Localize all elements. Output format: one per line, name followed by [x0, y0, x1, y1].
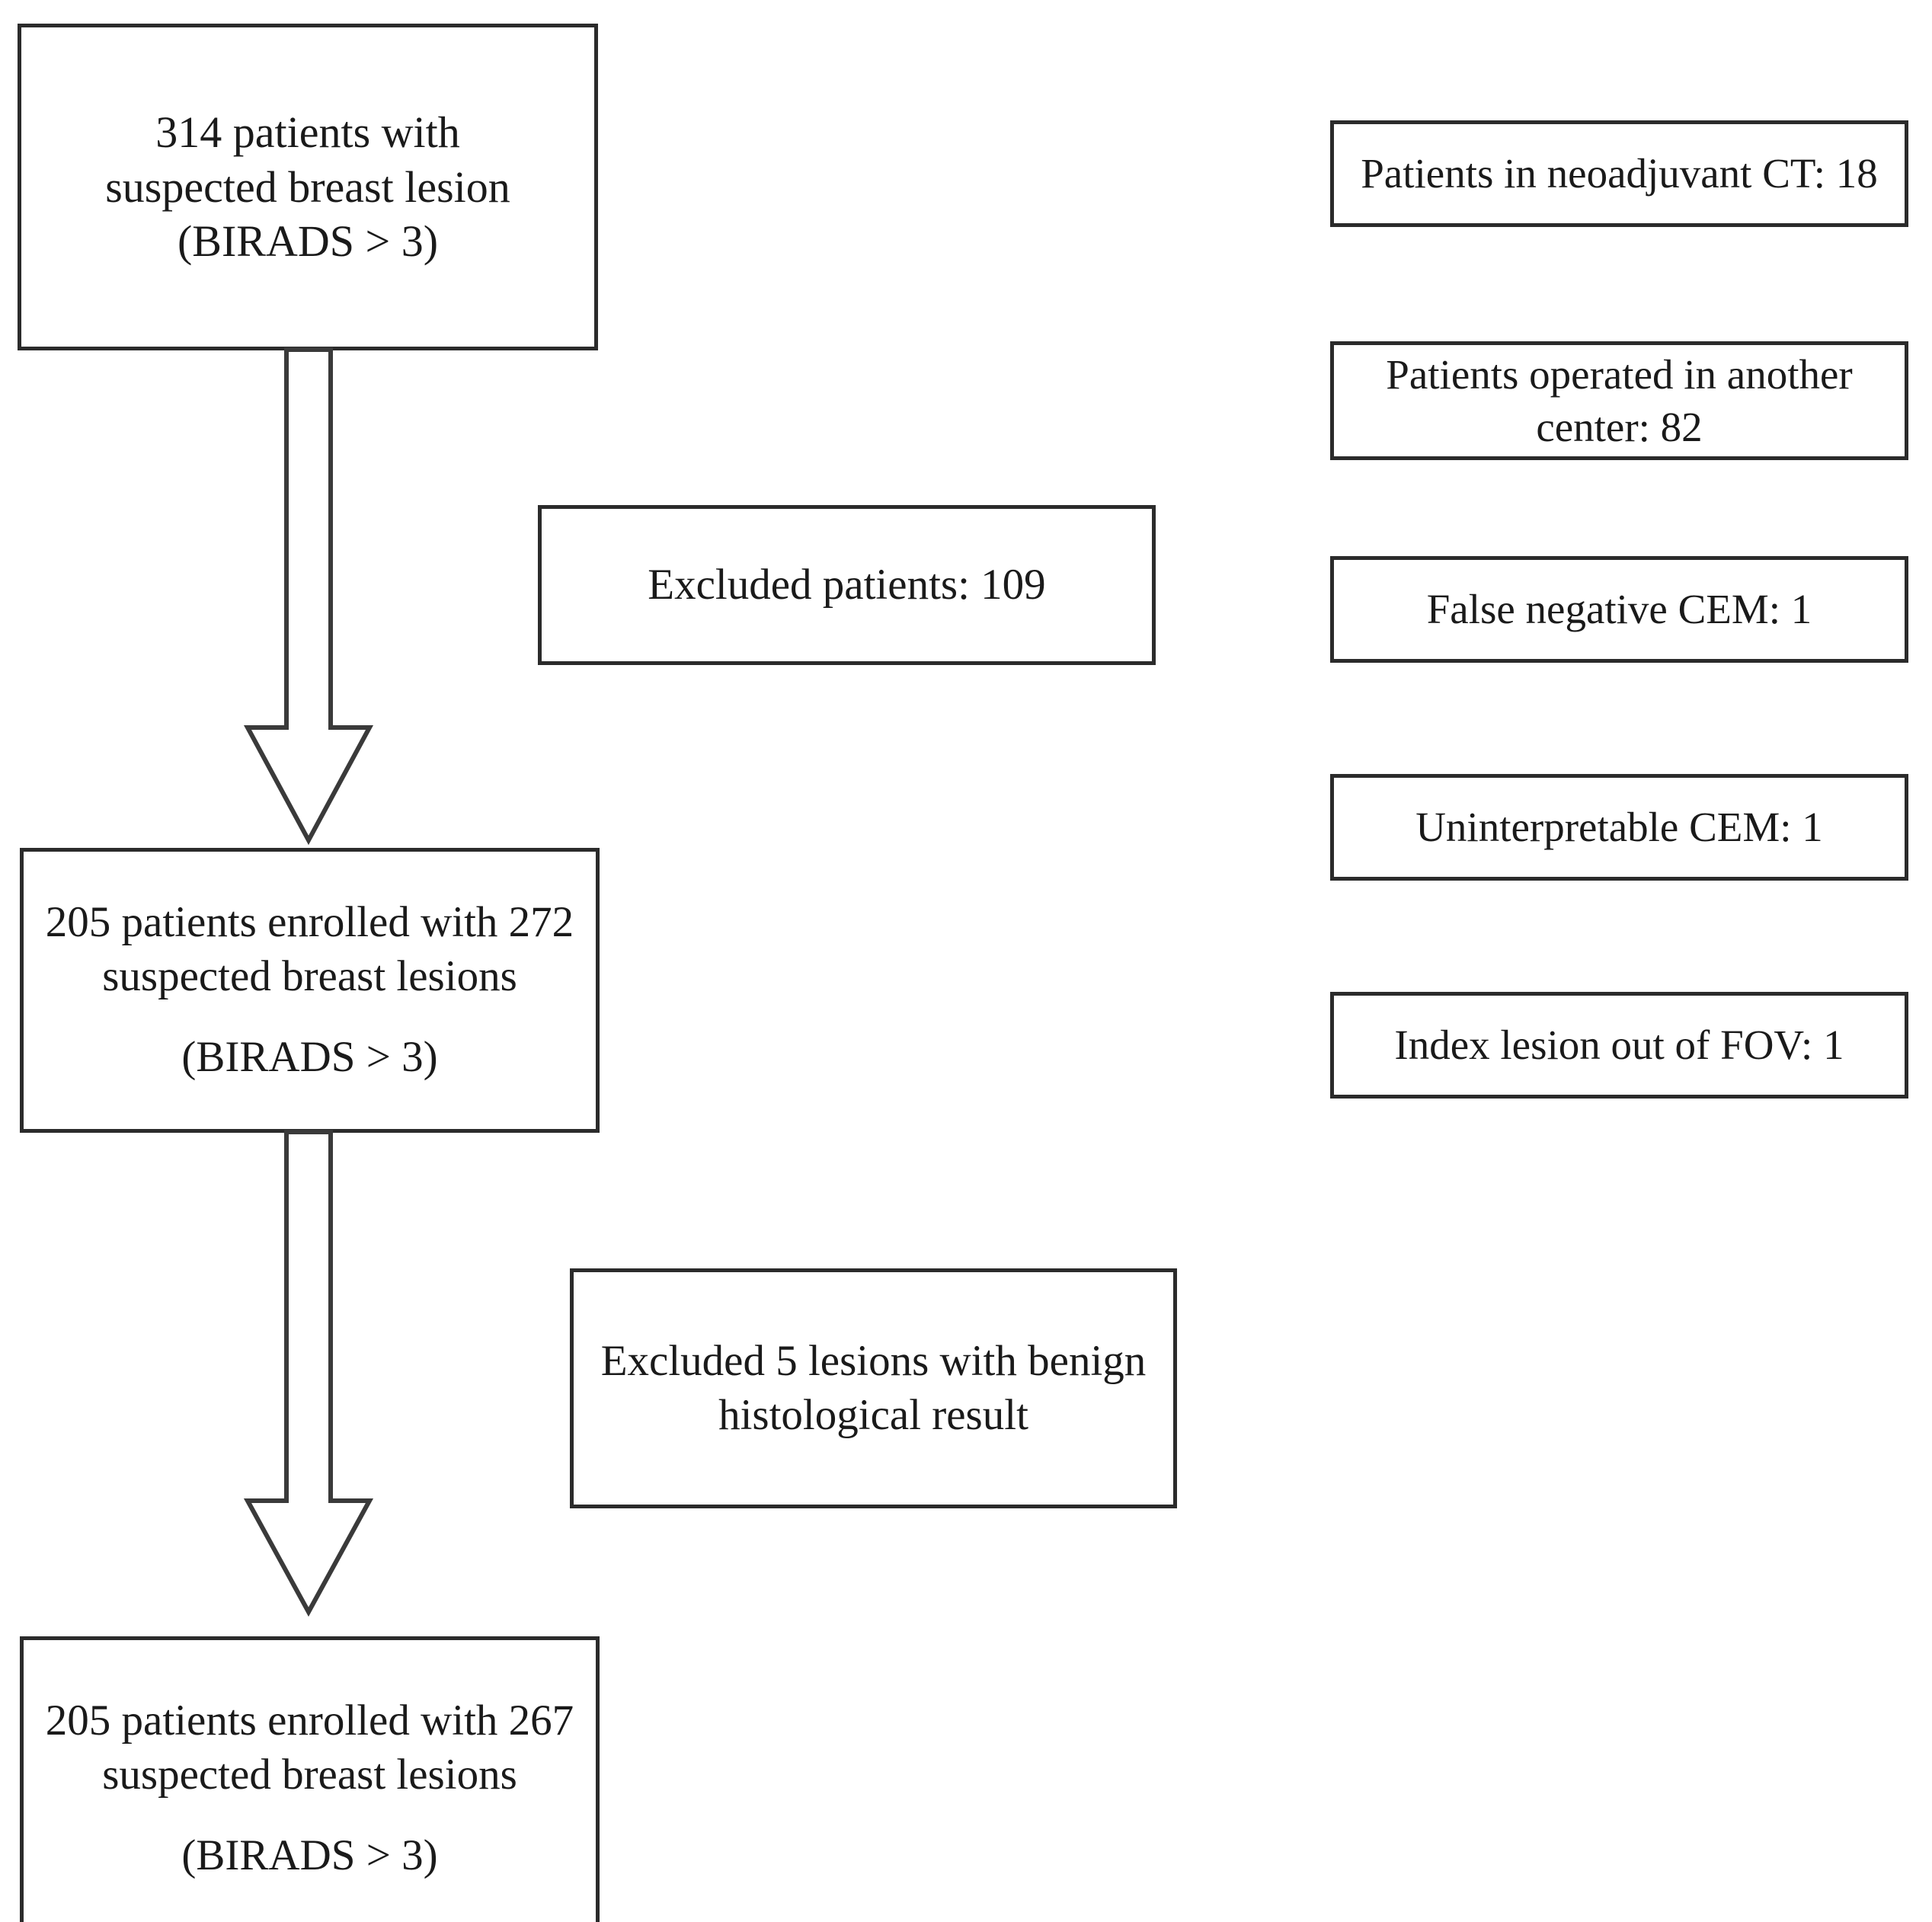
- flow-box-line: (BIRADS > 3): [177, 216, 439, 267]
- flow-box-line: suspected breast lesion: [105, 161, 510, 212]
- flow-box-excluded-lesions: Excluded 5 lesions with benign histologi…: [570, 1268, 1177, 1508]
- flow-box-line: (BIRADS > 3): [181, 1831, 438, 1879]
- reason-box-uninterpretable-cem: Uninterpretable CEM: 1: [1330, 774, 1908, 881]
- flow-box-enrolled-267: 205 patients enrolled with 267 suspected…: [20, 1636, 600, 1922]
- flow-box-line: Excluded patients: 109: [648, 560, 1046, 609]
- reason-box-label: Patients operated in another center: 82: [1386, 350, 1853, 450]
- reason-box-false-negative-cem: False negative CEM: 1: [1330, 556, 1908, 663]
- flow-box-line: histological result: [718, 1390, 1028, 1439]
- reason-box-label: Patients in neoadjuvant CT: 18: [1361, 150, 1878, 197]
- flow-box-line: 314 patients with: [155, 107, 460, 157]
- flow-box-enrolled-initial: 314 patients with suspected breast lesio…: [18, 24, 598, 350]
- reason-box-label: False negative CEM: 1: [1426, 586, 1812, 633]
- down-arrow-icon: [236, 347, 389, 846]
- flow-box-enrolled-272: 205 patients enrolled with 272 suspected…: [20, 848, 600, 1133]
- reason-box-neoadjuvant-ct: Patients in neoadjuvant CT: 18: [1330, 120, 1908, 227]
- reason-box-index-lesion-out-of-fov: Index lesion out of FOV: 1: [1330, 992, 1908, 1099]
- reason-box-label: Uninterpretable CEM: 1: [1415, 804, 1823, 851]
- flow-box-line: (BIRADS > 3): [181, 1033, 438, 1081]
- flow-box-excluded-patients: Excluded patients: 109: [538, 505, 1156, 665]
- flow-box-line: suspected breast lesions: [102, 1751, 517, 1799]
- flow-box-line: 205 patients enrolled with 267: [45, 1697, 574, 1745]
- reason-box-label: Index lesion out of FOV: 1: [1394, 1022, 1844, 1069]
- flow-box-line: Excluded 5 lesions with benign: [600, 1336, 1147, 1385]
- reason-box-operated-another-center: Patients operated in another center: 82: [1330, 341, 1908, 460]
- flow-box-line: suspected breast lesions: [102, 952, 517, 1000]
- flow-box-line: 205 patients enrolled with 272: [45, 898, 574, 947]
- down-arrow-icon: [236, 1129, 389, 1617]
